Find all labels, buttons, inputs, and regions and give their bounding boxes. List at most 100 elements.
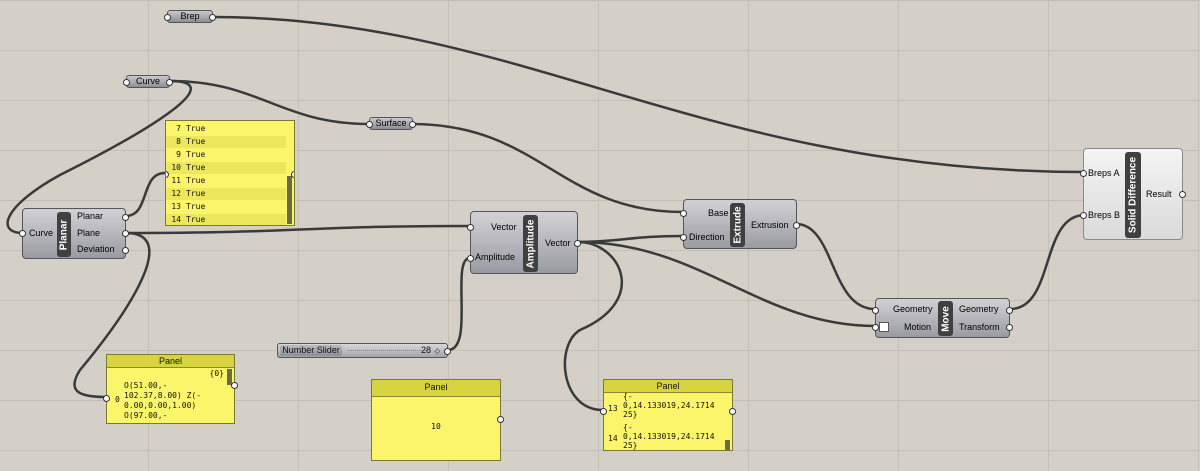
vector-panel[interactable]: Panel 13 {- 0,14.133019,24.1714 25} 14 {…	[600, 379, 736, 451]
surface-output-grip[interactable]	[409, 121, 416, 128]
plane-panel-line: O(51.00,-	[124, 381, 168, 390]
vector-panel-line: 25}	[623, 441, 638, 450]
brep-param-label: Brep	[180, 11, 200, 21]
number-panel[interactable]: Panel 10	[371, 379, 504, 461]
solid-difference-input-breps-b: Breps B	[1088, 210, 1121, 220]
wire-curve-to-surface	[168, 79, 372, 126]
plane-panel-input-grip[interactable]	[103, 395, 110, 402]
boolean-panel-row-value: True	[186, 215, 206, 224]
amplitude-nickname: Amplitude	[523, 215, 538, 272]
vector-panel-index: 14	[608, 434, 618, 443]
planar-curve-grip[interactable]	[19, 230, 26, 237]
move-geometry-output-grip[interactable]	[1006, 307, 1013, 314]
curve-input-grip[interactable]	[123, 79, 130, 86]
curve-param[interactable]: Curve	[123, 75, 173, 88]
result-grip[interactable]	[1179, 191, 1186, 198]
boolean-panel-scrollbar[interactable]	[287, 176, 292, 224]
boolean-panel-row-value: True	[186, 202, 206, 211]
boolean-panel-row-index: 14	[171, 215, 181, 224]
amplitude-component[interactable]: Vector Amplitude Amplitude Vector	[467, 211, 581, 274]
boolean-panel-row: 8 True	[166, 136, 286, 148]
plane-panel-index: 0	[115, 395, 120, 404]
extrude-base-grip[interactable]	[680, 210, 687, 217]
vector-panel-input-grip[interactable]	[600, 408, 607, 415]
extrude-nickname: Extrude	[730, 203, 745, 247]
amplitude-output-grip[interactable]	[574, 240, 581, 247]
wire-plane-to-amplitude-vector	[124, 224, 472, 235]
extrude-direction-grip[interactable]	[680, 234, 687, 241]
number-panel-title: Panel	[372, 380, 500, 397]
extrude-output-grip[interactable]	[793, 222, 800, 229]
move-nickname: Move	[938, 301, 953, 336]
plane-panel-scrollbar[interactable]	[227, 369, 232, 385]
boolean-panel-output-grip[interactable]	[291, 171, 294, 178]
breps-b-grip[interactable]	[1080, 212, 1087, 219]
move-component[interactable]: Geometry Motion Move Geometry Transform	[872, 298, 1013, 338]
boolean-panel-row-value: True	[186, 124, 206, 133]
brep-input-grip[interactable]	[164, 14, 171, 21]
extrude-input-base: Base	[708, 208, 729, 218]
extrude-output-extrusion: Extrusion	[751, 220, 789, 230]
vector-panel-item: {- 0,14.133019,24.1714 25}	[623, 392, 715, 419]
boolean-panel-row: 14 True	[166, 214, 286, 225]
plane-panel-line: O(97.00,-	[124, 411, 168, 420]
amplitude-input-amplitude: Amplitude	[475, 252, 516, 262]
boolean-panel-row: 12 True	[166, 188, 286, 200]
number-slider-track[interactable]	[348, 350, 428, 351]
wire-planar-to-bool-panel	[124, 171, 167, 218]
move-input-motion: Motion	[904, 322, 932, 332]
boolean-panel-row-index: 7	[176, 124, 181, 133]
solid-difference-output-result: Result	[1146, 189, 1172, 199]
planar-deviation-grip[interactable]	[122, 247, 129, 254]
boolean-panel-row-value: True	[186, 137, 206, 146]
plane-panel-values: O(51.00,- 102.37,8.00) Z(- 0.00,0.00,1.0…	[124, 381, 201, 421]
vector-panel-scrollbar[interactable]	[725, 440, 730, 450]
surface-input-grip[interactable]	[366, 121, 373, 128]
number-panel-output-grip[interactable]	[497, 416, 504, 423]
move-geometry-grip[interactable]	[872, 307, 879, 314]
solid-difference-input-breps-a: Breps A	[1088, 168, 1120, 178]
planar-planar-grip[interactable]	[122, 214, 129, 221]
number-slider-value: 28	[420, 345, 431, 355]
plane-panel-line: 0.00,0.00,1.00)	[124, 401, 197, 410]
planar-output-planar: Planar	[77, 211, 104, 221]
number-slider-name: Number Slider	[280, 345, 342, 356]
slider-knob-icon[interactable]: ◇	[434, 348, 440, 355]
vector-panel-title: Panel	[604, 380, 732, 393]
number-slider-output-grip[interactable]	[444, 348, 451, 355]
breps-a-grip[interactable]	[1080, 170, 1087, 177]
boolean-panel-row-index: 8	[176, 137, 181, 146]
number-slider[interactable]: Number Slider 28 ◇	[277, 343, 451, 358]
wire-slider-to-amplitude	[446, 256, 472, 352]
wire-surface-to-base	[410, 122, 685, 214]
surface-param[interactable]: Surface	[366, 117, 416, 130]
brep-output-grip[interactable]	[209, 14, 216, 21]
planar-nickname: Planar	[57, 212, 71, 257]
move-motion-grip[interactable]	[872, 324, 879, 331]
move-output-geometry: Geometry	[959, 304, 999, 314]
planar-plane-grip[interactable]	[122, 230, 129, 237]
extrude-component[interactable]: Base Direction Extrude Extrusion	[680, 199, 800, 249]
vector-panel-line: 0,14.133019,24.1714	[623, 401, 715, 410]
boolean-panel-row-value: True	[186, 189, 206, 198]
plane-panel-path: {0}	[209, 369, 224, 378]
brep-param[interactable]: Brep	[164, 10, 216, 23]
boolean-panel-row-index: 12	[171, 189, 181, 198]
move-transform-grip[interactable]	[1006, 324, 1013, 331]
vector-panel-output-grip[interactable]	[729, 408, 736, 415]
planar-output-plane: Plane	[77, 228, 101, 238]
amplitude-amplitude-grip[interactable]	[467, 255, 474, 262]
solid-difference-component[interactable]: Breps A Breps B Solid Difference Result	[1080, 148, 1186, 240]
wire-vector-to-direction	[576, 234, 685, 244]
boolean-panel-row-index: 9	[176, 150, 181, 159]
plane-panel[interactable]: Panel {0} 0 O(51.00,- 102.37,8.00) Z(- 0…	[103, 354, 238, 424]
curve-output-grip[interactable]	[166, 79, 173, 86]
plane-panel-output-grip[interactable]	[231, 382, 238, 389]
boolean-panel-row-index: 11	[171, 176, 181, 185]
move-output-transform: Transform	[959, 322, 1000, 332]
planar-component[interactable]: Curve Planar Planar Plane Deviation	[19, 208, 129, 259]
amplitude-vector-grip[interactable]	[467, 224, 474, 231]
wire-vector-to-motion	[576, 240, 877, 328]
